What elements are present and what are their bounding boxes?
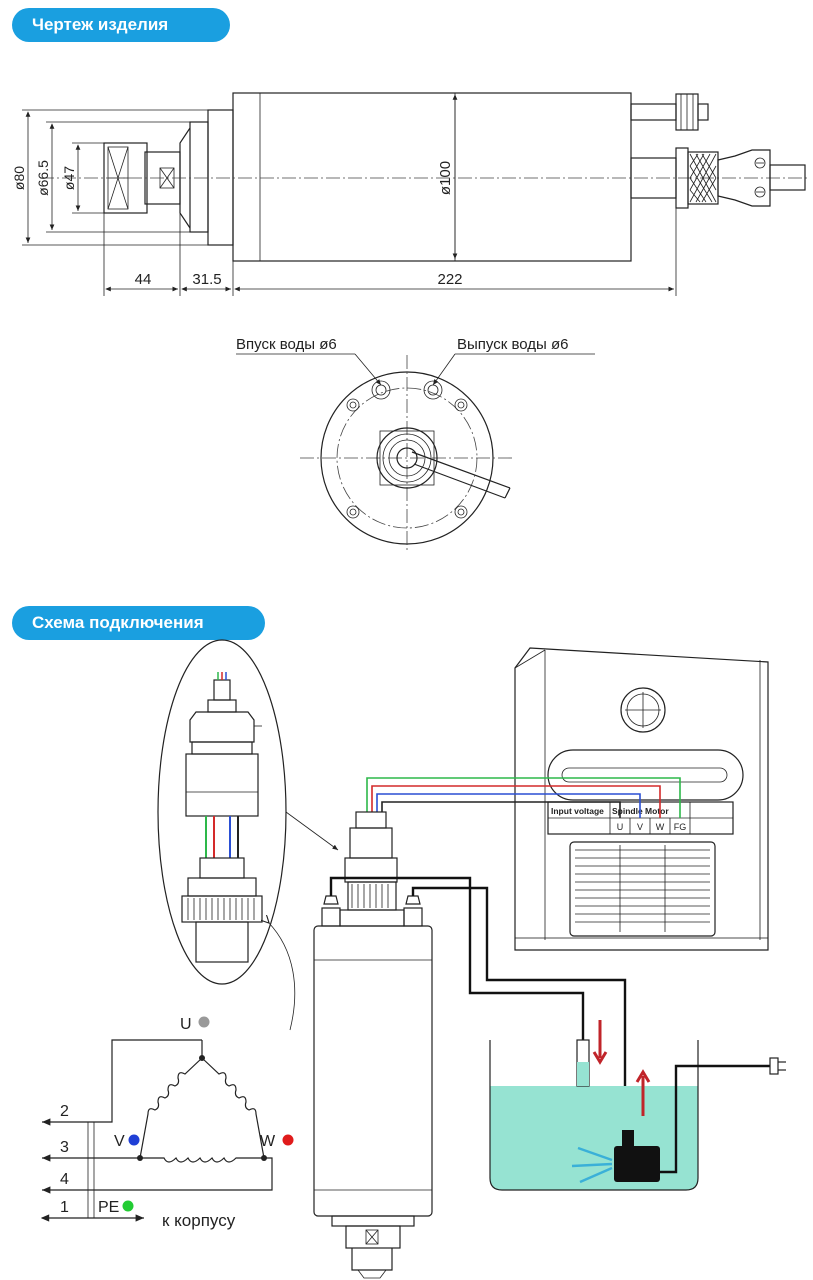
water-outlet-label: Выпуск воды ø6 bbox=[457, 336, 569, 353]
winding-u-label: U bbox=[180, 1016, 192, 1033]
dim-d100: ø100 bbox=[437, 161, 454, 195]
pin-3-label: 3 bbox=[60, 1139, 69, 1156]
dim-d66-5: ø66.5 bbox=[35, 160, 51, 196]
inverter-unit bbox=[514, 647, 769, 951]
connector-zoom-ellipse bbox=[157, 639, 339, 1031]
terminal-w: W bbox=[656, 822, 665, 832]
pin-4-label: 4 bbox=[60, 1171, 69, 1188]
motor-wires bbox=[366, 777, 681, 818]
input-voltage-label: Input voltage bbox=[551, 806, 604, 816]
dim-d80: ø80 bbox=[11, 166, 27, 190]
section-title-wiring: Схема подключения bbox=[12, 606, 265, 640]
dim-d47: ø47 bbox=[61, 166, 77, 190]
spindle-motor-body bbox=[313, 811, 433, 1279]
winding-w-label: W bbox=[260, 1133, 276, 1150]
pe-label: PE bbox=[98, 1199, 119, 1216]
terminal-fg: FG bbox=[674, 822, 687, 832]
water-tank bbox=[489, 1020, 786, 1191]
section-title-drawing: Чертеж изделия bbox=[12, 8, 230, 42]
spindle-end-view bbox=[236, 353, 595, 550]
dim-31-5: 31.5 bbox=[192, 271, 221, 288]
dim-44: 44 bbox=[135, 271, 152, 288]
water-hoses bbox=[329, 876, 627, 1130]
water-inlet-label: Впуск воды ø6 bbox=[236, 336, 337, 353]
terminal-v: V bbox=[637, 822, 643, 832]
delta-winding-schematic bbox=[40, 1016, 294, 1222]
pin-2-label: 2 bbox=[60, 1103, 69, 1120]
to-body-label: к корпусу bbox=[162, 1211, 236, 1230]
pin-1-label: 1 bbox=[60, 1199, 69, 1216]
diameter-dimensions bbox=[22, 94, 458, 259]
length-dimensions bbox=[103, 208, 677, 296]
spindle-side-view bbox=[40, 92, 810, 262]
terminal-u: U bbox=[617, 822, 624, 832]
winding-v-label: V bbox=[114, 1133, 125, 1150]
dim-222: 222 bbox=[437, 271, 462, 288]
